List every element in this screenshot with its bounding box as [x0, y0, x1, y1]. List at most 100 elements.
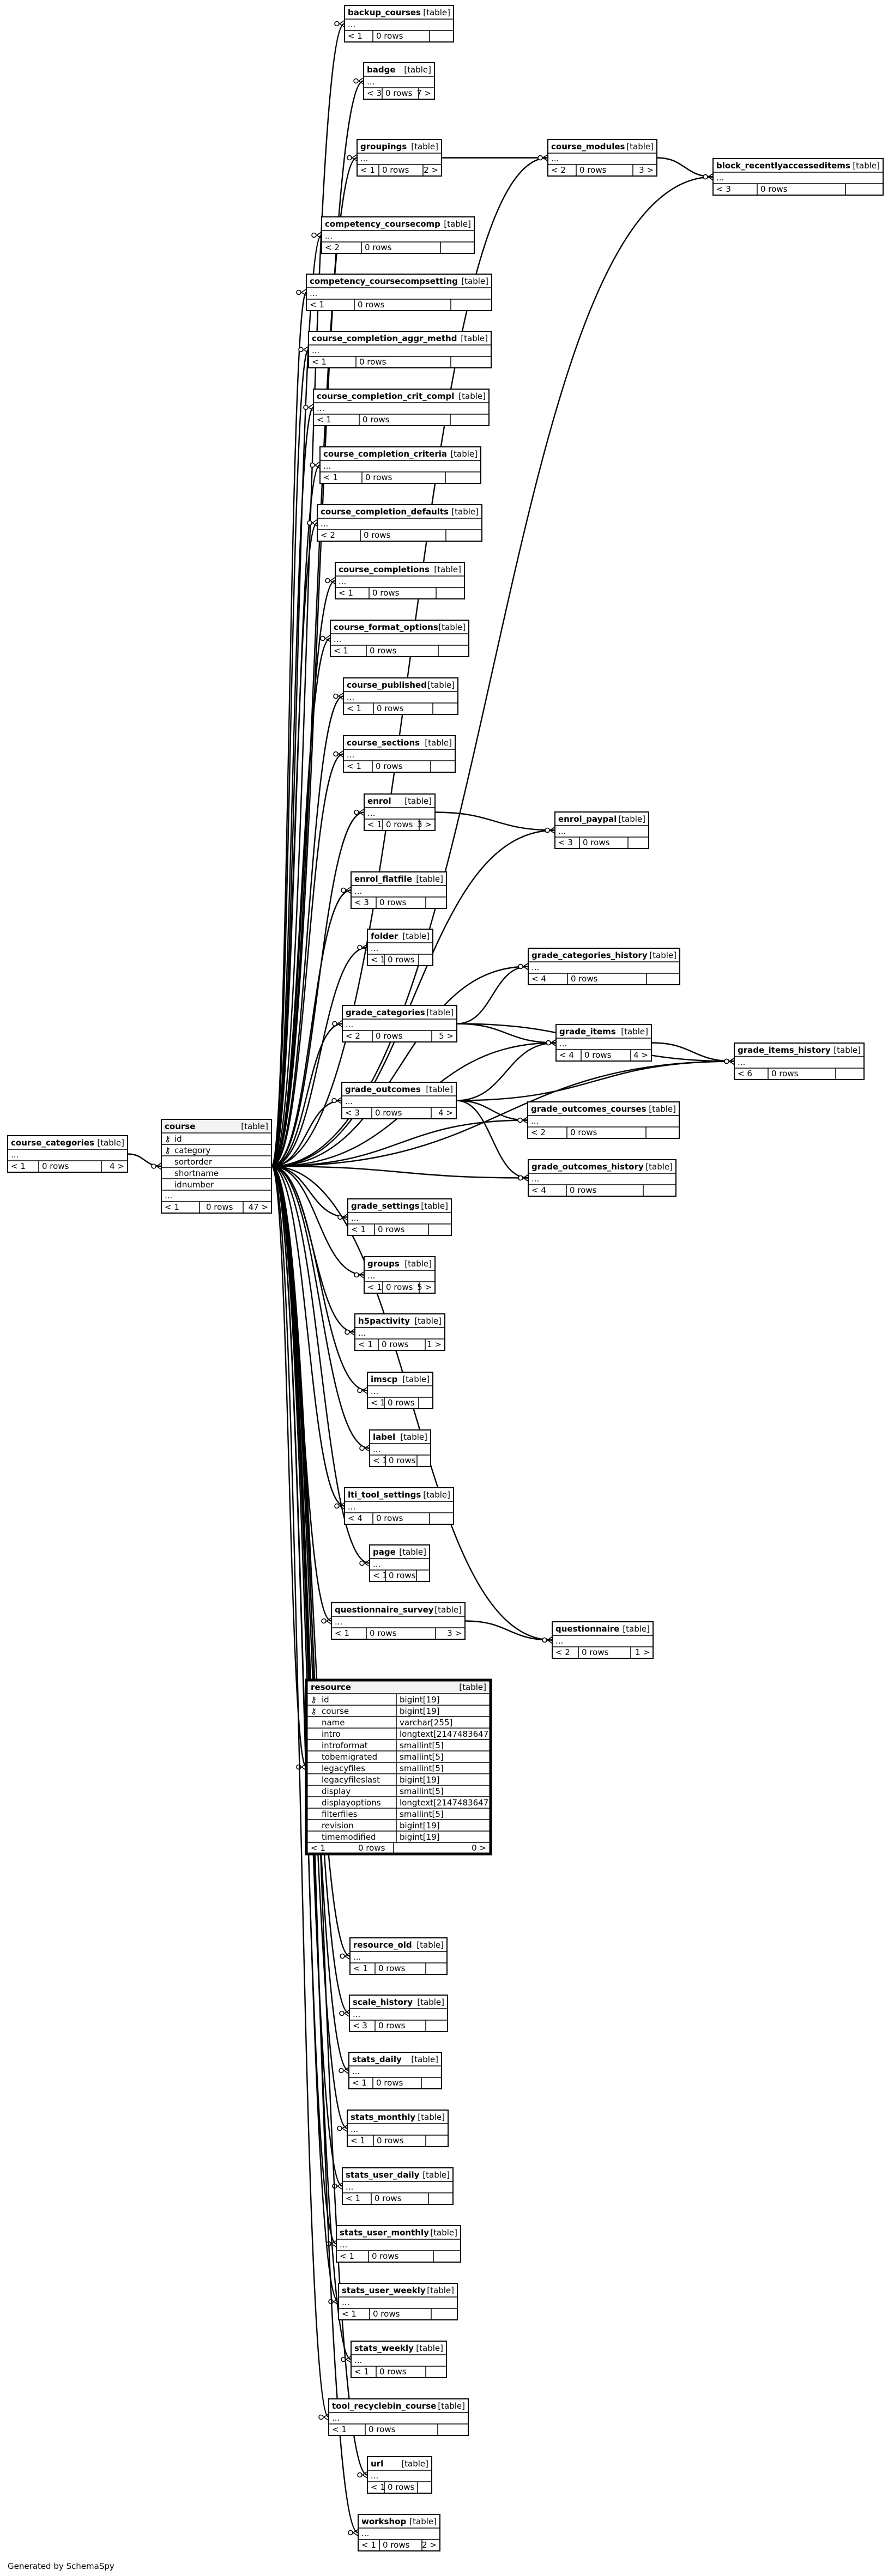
crows-foot-marker: [359, 808, 365, 816]
cardinality-circle: [339, 2068, 344, 2074]
table-course[interactable]: course[table]⚷id⚷categorysortordershortn…: [161, 1119, 272, 1214]
row-count: 0 rows: [376, 1513, 403, 1523]
table-kind-label: [table]: [427, 680, 455, 690]
row-count: 0 rows: [373, 2309, 400, 2319]
table-kind-label: [table]: [418, 2112, 445, 2122]
crows-foot-marker: [338, 750, 344, 758]
table-course-completion-crit-compl[interactable]: course_completion_crit_compl[table]...< …: [313, 389, 490, 426]
parent-count: < 2: [531, 1128, 546, 1137]
crows-foot-marker: [312, 519, 318, 527]
row-count: 0 rows: [372, 2251, 399, 2261]
parent-count: < 1: [360, 165, 375, 175]
table-block-recentlyaccesseditems[interactable]: block_recentlyaccesseditems[table]...< 3…: [712, 158, 884, 196]
table-kind-label: [table]: [458, 391, 486, 401]
crows-foot-marker: [359, 1271, 365, 1279]
foreign-key-icon: ⚷: [311, 1706, 317, 1716]
table-columns-ellipsis: ...: [531, 1116, 539, 1126]
row-count: 0 rows: [582, 1647, 609, 1657]
table-kind-label: [table]: [400, 1432, 427, 1442]
table-columns-ellipsis: ...: [367, 808, 375, 818]
column-type: bigint[19]: [400, 1821, 440, 1831]
row-count: 0 rows: [388, 2482, 415, 2492]
crows-foot-marker: [336, 1096, 342, 1105]
child-count: 3 >: [417, 820, 432, 829]
parent-count: < 3: [345, 1108, 360, 1118]
column-name: timemodified: [322, 1832, 376, 1842]
crows-foot-marker: [303, 346, 309, 354]
row-count: 0 rows: [376, 2078, 403, 2088]
crows-foot-marker: [708, 173, 714, 181]
cardinality-circle: [320, 635, 325, 641]
child-count: 5 >: [439, 1031, 454, 1041]
table-competency-coursecompsetting[interactable]: competency_coursecompsetting[table]...< …: [306, 274, 492, 311]
table-name: stats_user_weekly: [342, 2286, 426, 2295]
table-name: resource_old: [353, 1940, 412, 1950]
table-course-completion-aggr-methd[interactable]: course_completion_aggr_methd[table]...< …: [308, 331, 492, 368]
row-count: 0 rows: [382, 165, 409, 175]
child-count: 2 >: [424, 165, 438, 175]
table-name: block_recentlyaccesseditems: [716, 161, 850, 171]
crows-foot-marker: [344, 2009, 350, 2017]
table-kind-label: [table]: [423, 1490, 450, 1500]
child-count: 3 >: [447, 1628, 462, 1638]
table-columns-ellipsis: ...: [551, 154, 559, 163]
relationship-course-to-grade-categories: [271, 1023, 343, 1167]
table-name: course_format_options: [334, 622, 438, 632]
table-name: grade_outcomes_history: [531, 1162, 644, 1172]
table-name: imscp: [371, 1374, 398, 1384]
relationship-questionnaire-survey-to-questionnaire: [464, 1620, 553, 1641]
table-kind-label: [table]: [416, 2343, 443, 2353]
parent-count: < 3: [353, 2021, 367, 2031]
column-type: smallint[5]: [400, 1786, 444, 1796]
parent-count: < 6: [738, 1069, 752, 1078]
cardinality-circle: [359, 1445, 365, 1451]
cardinality-circle: [537, 155, 543, 161]
column-name: intro: [322, 1729, 341, 1739]
parent-count: < 1: [348, 31, 363, 41]
